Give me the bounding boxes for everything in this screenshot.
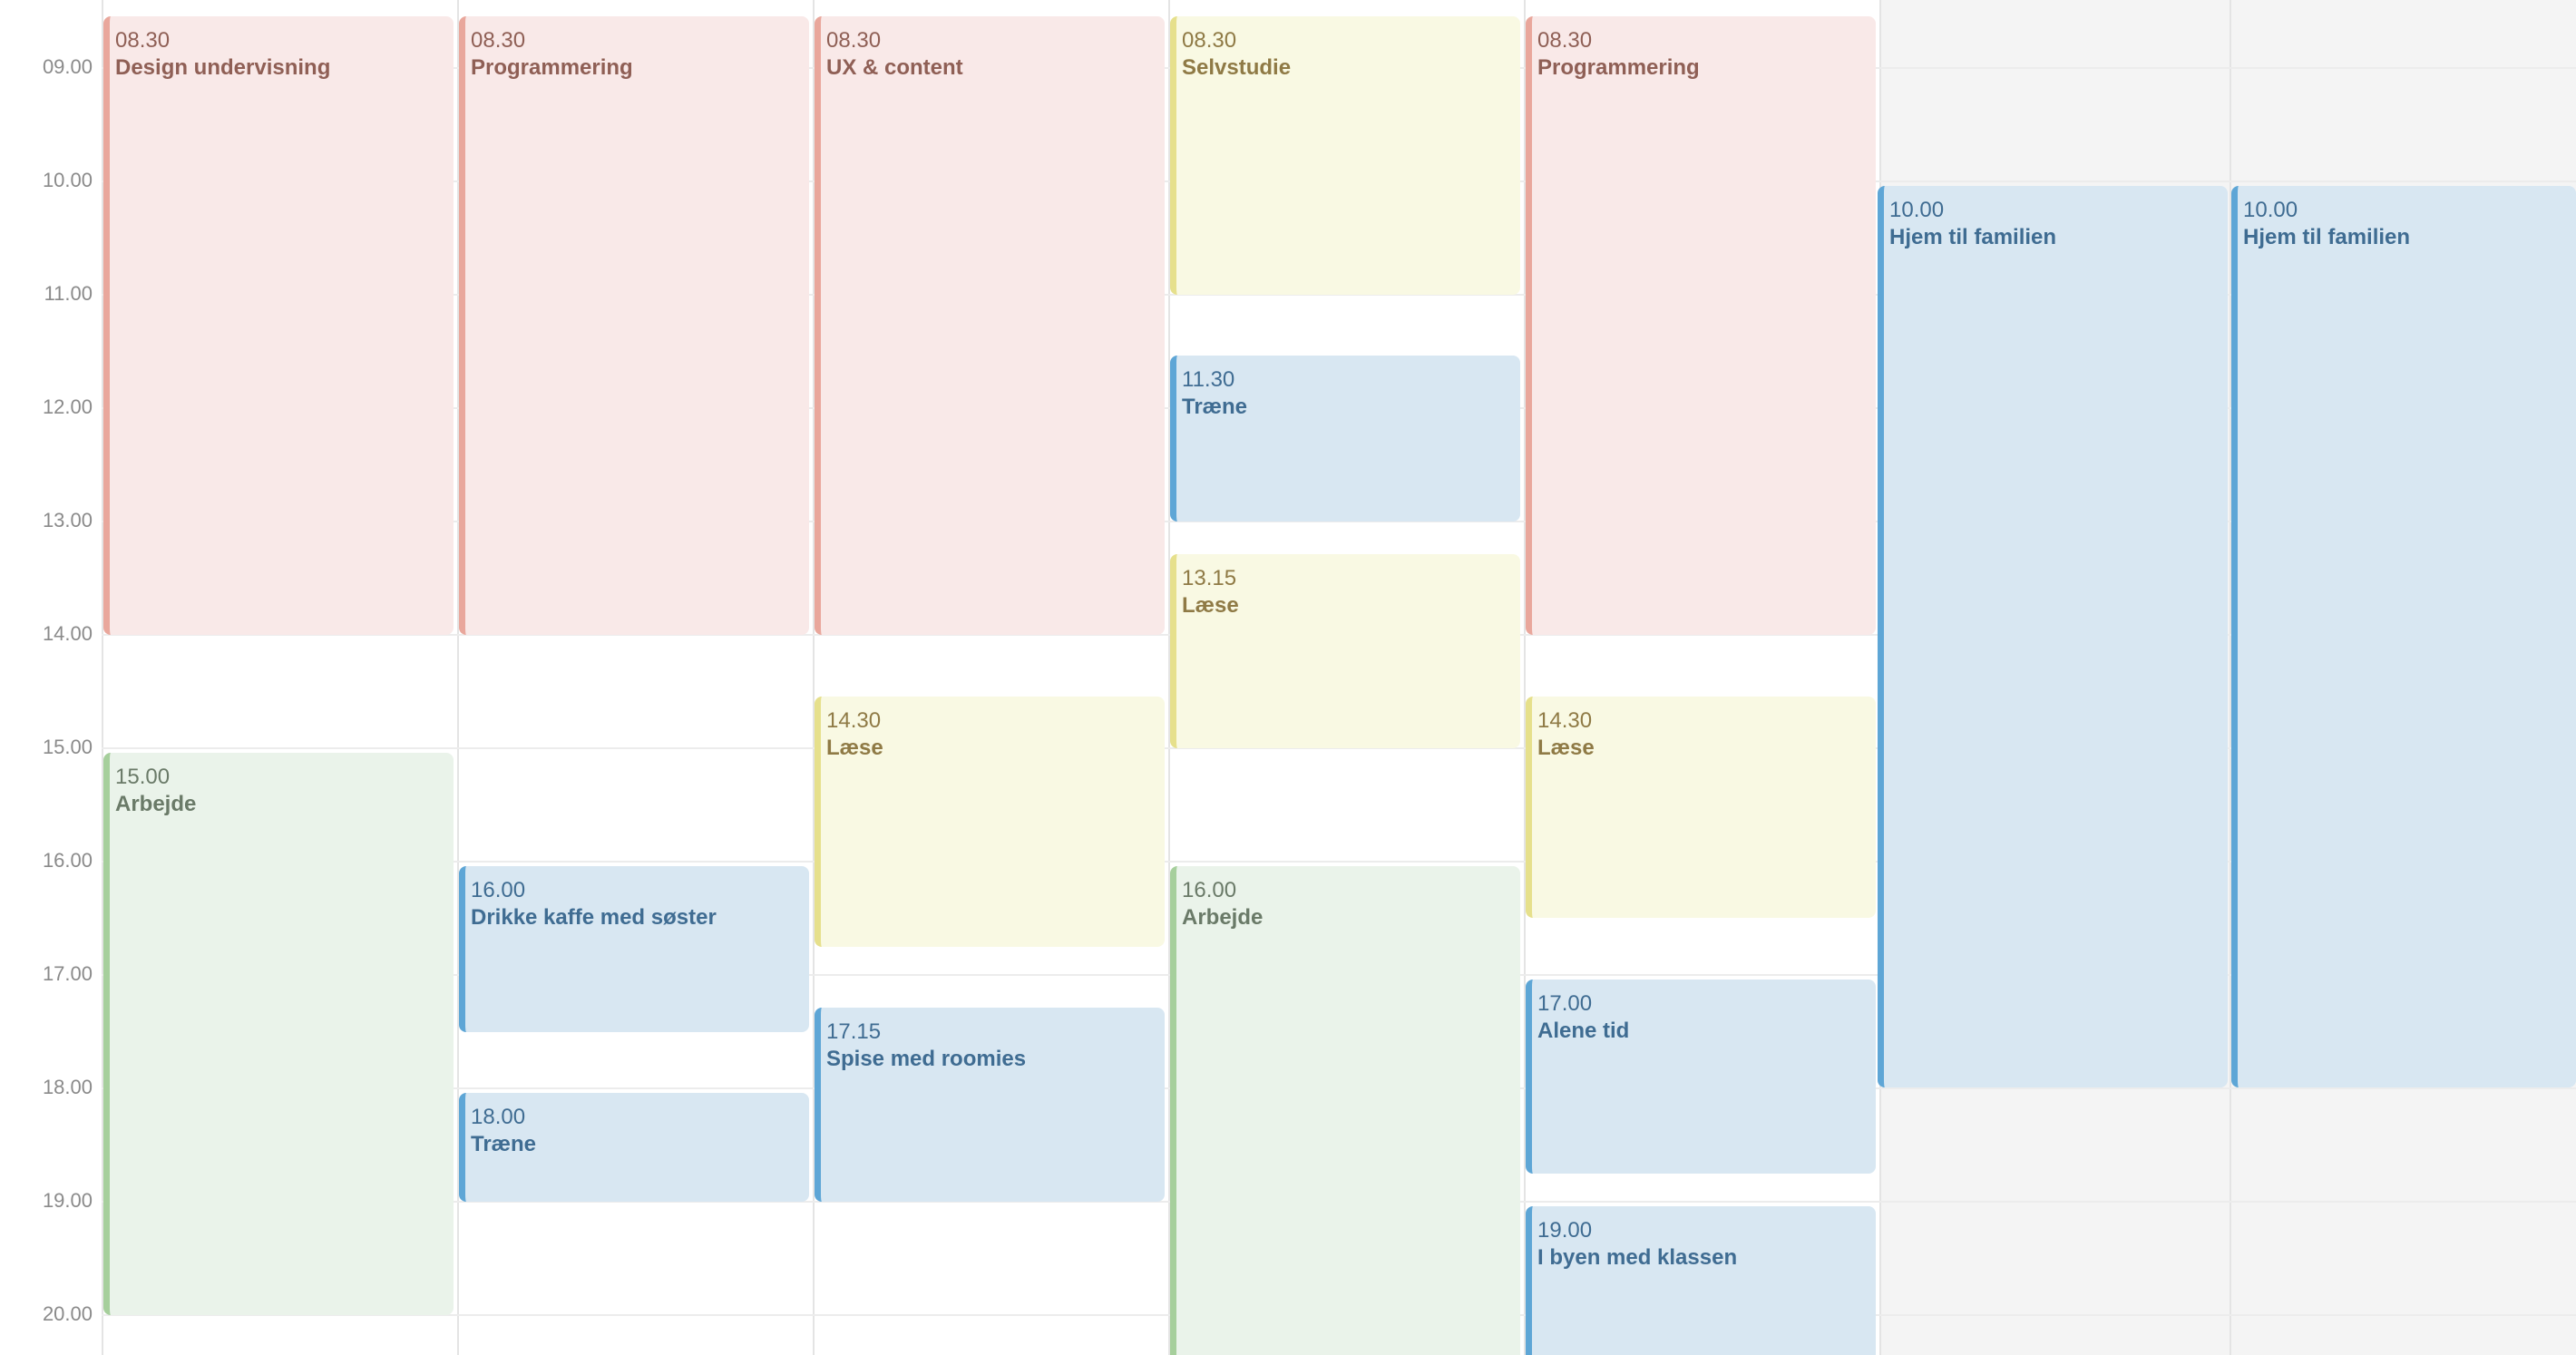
event-title: Arbejde — [1182, 905, 1264, 930]
event-time: 10.00 — [2243, 198, 2298, 222]
hour-label: 16.00 — [42, 849, 93, 872]
event-time: 19.00 — [1537, 1218, 1593, 1243]
event-time: 08.30 — [1182, 28, 1237, 53]
hour-label: 15.00 — [42, 736, 93, 758]
event-arbejde[interactable]: 16.00 Arbejde — [1170, 866, 1520, 1355]
event-hjem-til-familien[interactable]: 10.00 Hjem til familien — [1878, 186, 2228, 1087]
hour-label: 09.00 — [42, 55, 93, 78]
event-time: 08.30 — [115, 28, 171, 53]
event-i-byen-med-klassen[interactable]: 19.00 I byen med klassen — [1526, 1206, 1876, 1355]
hour-label: 20.00 — [42, 1302, 93, 1325]
hour-label: 14.00 — [42, 622, 93, 645]
event-time: 11.30 — [1182, 367, 1235, 392]
event-traene[interactable]: 18.00 Træne — [459, 1093, 809, 1202]
event-title: Spise med roomies — [826, 1047, 1027, 1071]
day-column-1[interactable] — [102, 0, 457, 1355]
event-time: 17.15 — [826, 1019, 882, 1044]
event-title: Selvstudie — [1182, 55, 1292, 80]
hour-label: 13.00 — [42, 509, 93, 531]
event-time: 16.00 — [471, 878, 526, 902]
event-time: 18.00 — [471, 1105, 526, 1129]
event-title: Alene tid — [1537, 1019, 1630, 1043]
hour-line — [102, 294, 2576, 296]
hour-label: 19.00 — [42, 1189, 93, 1212]
hour-line — [102, 747, 2576, 749]
event-title: Læse — [826, 736, 883, 760]
hour-label: 18.00 — [42, 1076, 93, 1098]
event-title: Læse — [1537, 736, 1595, 760]
event-laese[interactable]: 14.30 Læse — [1526, 697, 1876, 918]
hour-label: 10.00 — [42, 169, 93, 191]
event-programmering[interactable]: 08.30 Programmering — [459, 16, 809, 635]
hour-label: 11.00 — [44, 282, 93, 305]
event-time: 14.30 — [826, 708, 882, 733]
day-column-3[interactable] — [813, 0, 1168, 1355]
event-time: 13.15 — [1182, 566, 1237, 590]
event-time: 15.00 — [115, 765, 171, 789]
event-title: Arbejde — [115, 792, 197, 816]
event-time: 08.30 — [471, 28, 526, 53]
hour-line — [102, 521, 2576, 522]
event-time: 14.30 — [1537, 708, 1593, 733]
day-column-5[interactable] — [1524, 0, 1879, 1355]
event-ux-content[interactable]: 08.30 UX & content — [815, 16, 1165, 635]
event-time: 08.30 — [826, 28, 882, 53]
event-laese[interactable]: 13.15 Læse — [1170, 554, 1520, 748]
event-title: Programmering — [471, 55, 633, 80]
event-title: Hjem til familien — [2243, 225, 2411, 249]
event-time: 10.00 — [1889, 198, 1945, 222]
event-alene-tid[interactable]: 17.00 Alene tid — [1526, 980, 1876, 1174]
event-design-undervisning[interactable]: 08.30 Design undervisning — [103, 16, 454, 635]
hour-line — [102, 861, 2576, 863]
event-title: Programmering — [1537, 55, 1700, 80]
event-selvstudie[interactable]: 08.30 Selvstudie — [1170, 16, 1520, 295]
event-title: Drikke kaffe med søster — [471, 905, 717, 930]
event-title: Træne — [1182, 395, 1248, 419]
event-laese[interactable]: 14.30 Læse — [815, 697, 1165, 947]
event-title: I byen med klassen — [1537, 1245, 1738, 1270]
event-hjem-til-familien[interactable]: 10.00 Hjem til familien — [2231, 186, 2576, 1087]
event-time: 17.00 — [1537, 991, 1593, 1016]
event-title: Hjem til familien — [1889, 225, 2057, 249]
day-column-4[interactable] — [1168, 0, 1524, 1355]
event-title: UX & content — [826, 55, 963, 80]
event-traene[interactable]: 11.30 Træne — [1170, 356, 1520, 522]
hour-label: 17.00 — [42, 962, 93, 985]
event-title: Design undervisning — [115, 55, 331, 80]
event-drikke-kaffe[interactable]: 16.00 Drikke kaffe med søster — [459, 866, 809, 1032]
event-spise-med-roomies[interactable]: 17.15 Spise med roomies — [815, 1008, 1165, 1202]
event-programmering[interactable]: 08.30 Programmering — [1526, 16, 1876, 635]
event-arbejde[interactable]: 15.00 Arbejde — [103, 753, 454, 1315]
hour-label: 12.00 — [42, 395, 93, 418]
day-column-2[interactable] — [457, 0, 813, 1355]
event-title: Læse — [1182, 593, 1239, 618]
time-gutter: 09.00 10.00 11.00 12.00 13.00 14.00 15.0… — [0, 0, 102, 1355]
event-time: 08.30 — [1537, 28, 1593, 53]
event-title: Træne — [471, 1132, 537, 1156]
event-time: 16.00 — [1182, 878, 1237, 902]
